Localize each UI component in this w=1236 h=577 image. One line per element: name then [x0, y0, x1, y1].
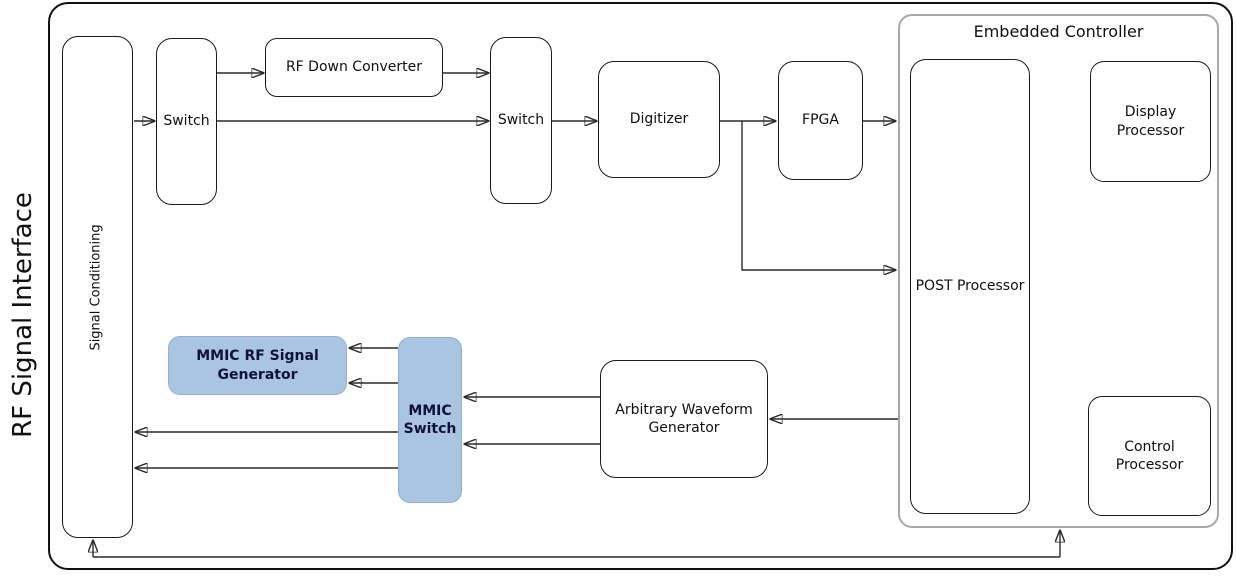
- node-display-processor: Display Processor: [1090, 61, 1211, 182]
- node-mmic-switch: MMIC Switch: [398, 337, 462, 503]
- side-label-text: RF Signal Interface: [8, 192, 39, 438]
- node-label: Switch: [497, 112, 545, 129]
- node-mmic-rf-signal-generator: MMIC RF Signal Generator: [168, 336, 347, 395]
- node-digitizer: Digitizer: [598, 61, 720, 178]
- node-label: MMIC Switch: [403, 402, 457, 437]
- node-label: MMIC RF Signal Generator: [196, 348, 319, 383]
- node-arbitrary-waveform-generator: Arbitrary Waveform Generator: [600, 360, 768, 478]
- node-switch-2: Switch: [490, 37, 552, 204]
- node-label: Digitizer: [629, 111, 689, 128]
- node-label: FPGA: [802, 112, 839, 129]
- node-label: Arbitrary Waveform Generator: [615, 401, 753, 436]
- node-label: Signal Conditioning: [89, 223, 105, 351]
- node-switch-1: Switch: [156, 38, 217, 205]
- node-label: Control Processor: [1115, 438, 1184, 473]
- node-signal-conditioning: Signal Conditioning: [62, 36, 133, 538]
- node-label: POST Processor: [915, 278, 1025, 295]
- node-fpga: FPGA: [778, 61, 863, 180]
- embedded-controller-title: Embedded Controller: [973, 22, 1144, 41]
- side-label-rf-signal-interface: RF Signal Interface: [0, 170, 46, 460]
- node-label: Display Processor: [1116, 104, 1185, 139]
- node-rf-down-converter: RF Down Converter: [265, 38, 443, 97]
- node-post-processor: POST Processor: [910, 59, 1030, 514]
- node-label: Switch: [163, 113, 210, 130]
- node-control-processor: Control Processor: [1088, 396, 1211, 516]
- node-label: RF Down Converter: [285, 59, 423, 76]
